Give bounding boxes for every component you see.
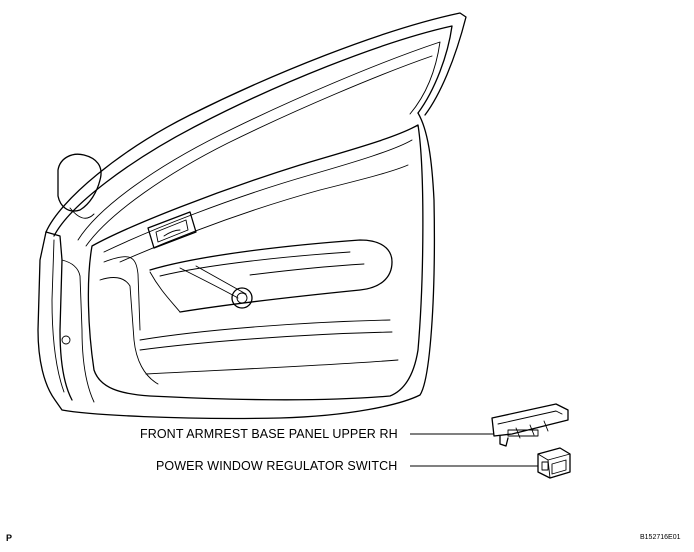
side-mirror [57, 153, 102, 219]
inside-door-handle [147, 211, 197, 249]
door-window-frame [45, 12, 467, 247]
lock-knob [231, 287, 253, 309]
door-outer-body [37, 112, 436, 420]
door-trim-panel [87, 124, 424, 401]
armrest [149, 239, 393, 313]
corner-code-left: P [6, 533, 13, 543]
storage-pocket [139, 319, 399, 375]
figure-id-code: B152716E01 [640, 534, 681, 541]
armrest-panel-label: FRONT ARMREST BASE PANEL UPPER RH [140, 427, 398, 441]
window-switch-label: POWER WINDOW REGULATOR SWITCH [156, 459, 398, 473]
armrest-base-panel-part [491, 403, 569, 447]
window-switch-part [537, 447, 571, 479]
